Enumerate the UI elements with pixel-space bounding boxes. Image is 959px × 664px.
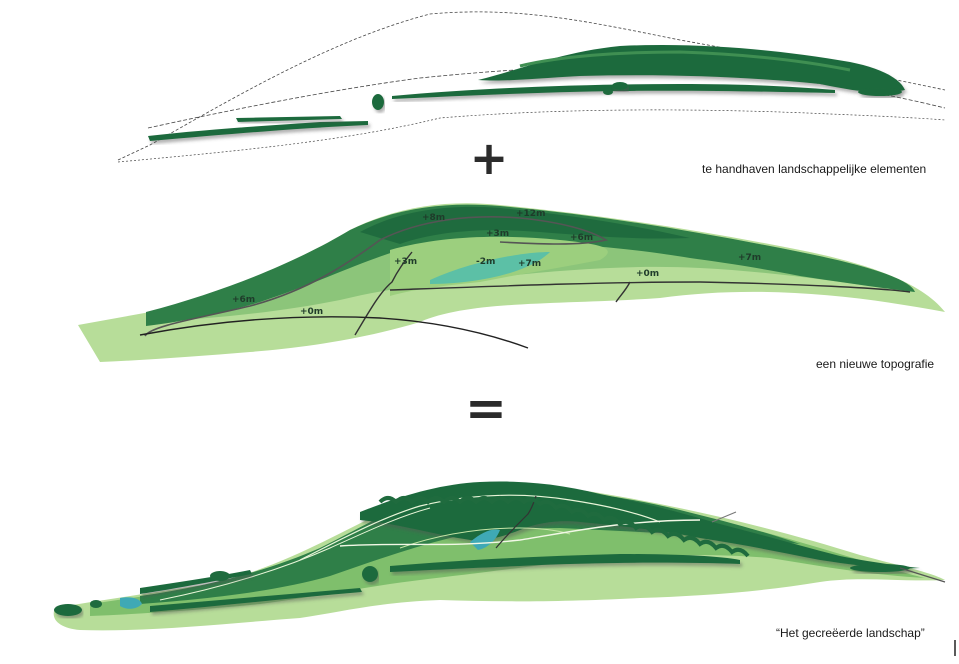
height-label: +12m (516, 209, 545, 219)
topo-contour-outer (144, 216, 609, 337)
result-trees-scalloped-north (378, 496, 750, 558)
result-inner-contour-2 (159, 507, 431, 601)
height-label: +0m (300, 307, 323, 317)
result-tree-row-south (150, 588, 362, 612)
panel-new-topography: +8m +12m +3m +6m +3m -2m +7m +7m +0m +6m… (78, 203, 945, 362)
height-label: +7m (738, 253, 761, 263)
result-road-east (899, 567, 946, 583)
height-label: +7m (518, 259, 541, 269)
tree-row-west (148, 121, 368, 141)
height-label: +8m (422, 213, 445, 223)
caption-new-topography: een nieuwe topografie (816, 357, 935, 371)
result-tree-clump-4 (850, 564, 910, 572)
result-tree-row-middle (390, 554, 740, 572)
tree-clump-4 (858, 88, 902, 96)
site-outline-dashed-inner (147, 66, 946, 129)
height-label: +3m (394, 257, 417, 267)
plus-operator: + (470, 131, 509, 185)
topo-top-ridge (360, 206, 690, 244)
caption-created-landscape: “Het gecreëerde landschap” (776, 626, 925, 640)
result-road-tick (711, 511, 737, 523)
tree-clump-1 (372, 94, 384, 110)
caption-existing-elements: te handhaven landschappelijke elementen (702, 162, 927, 176)
tree-belt-north-highlight (519, 50, 851, 72)
topo-water (430, 252, 550, 284)
result-tree-clump-5 (210, 571, 230, 581)
panel-created-landscape (53, 481, 946, 631)
topo-path-branch (615, 281, 631, 303)
tree-row-middle (392, 84, 835, 99)
result-tree-clump-2 (90, 600, 102, 608)
equals-operator: = (465, 379, 507, 437)
site-outline-dashed-lower (117, 109, 946, 163)
height-label: -2m (476, 257, 495, 267)
result-water (470, 529, 500, 550)
tree-row-west-upper (236, 116, 342, 122)
result-inner-contour-3 (399, 527, 571, 549)
height-label: +0m (636, 269, 659, 279)
topo-path-main (389, 281, 911, 293)
height-label: +6m (232, 295, 255, 305)
height-label: +3m (486, 229, 509, 239)
result-tree-clump-3 (362, 566, 378, 582)
result-water-west (120, 597, 142, 609)
panel-existing-elements (117, 11, 946, 163)
result-tree-clump-west (54, 604, 82, 616)
tree-clump-3 (603, 89, 613, 95)
tree-clump-2 (612, 82, 628, 90)
topo-path-south (139, 316, 529, 349)
height-label: +6m (570, 233, 593, 243)
site-outline-dashed (117, 11, 946, 161)
topo-path-cross (354, 251, 413, 336)
